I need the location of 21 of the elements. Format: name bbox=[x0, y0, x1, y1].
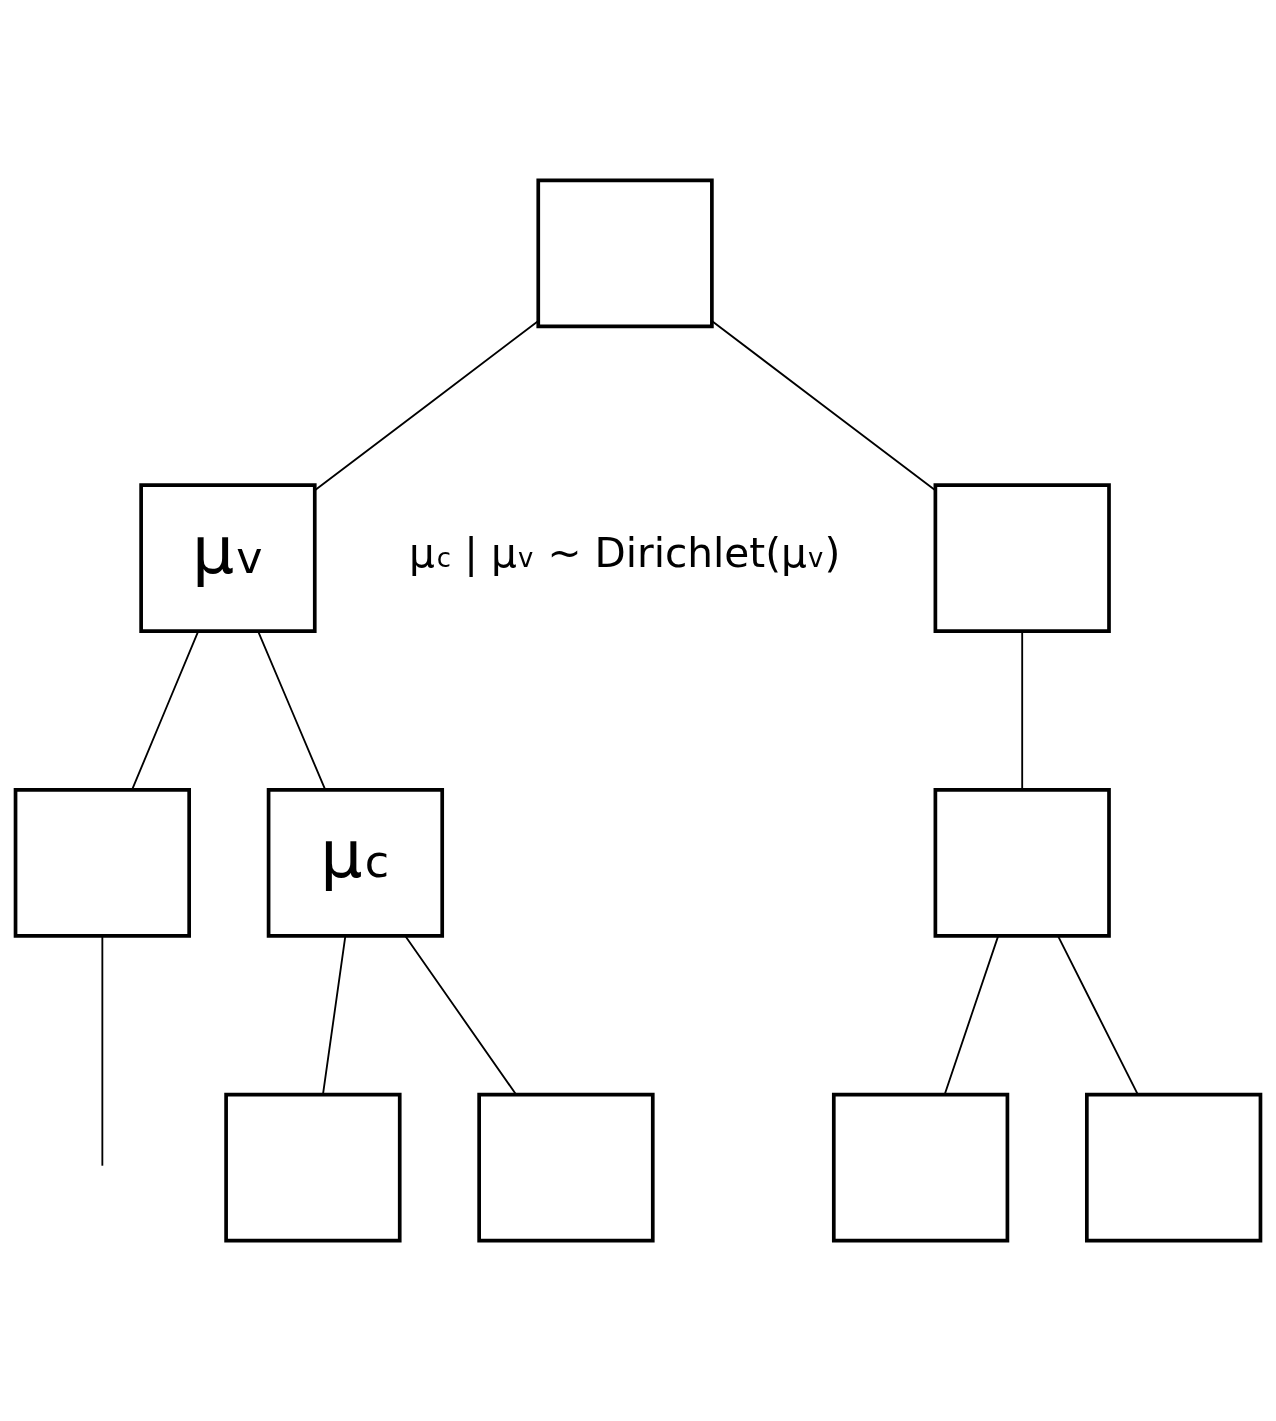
connector bbox=[943, 935, 1000, 1096]
node-box bbox=[1085, 1092, 1263, 1243]
node-box: μc bbox=[266, 788, 445, 938]
node-box bbox=[536, 178, 714, 329]
node-box: μv bbox=[139, 483, 317, 633]
connector bbox=[313, 320, 539, 492]
connector bbox=[131, 630, 200, 791]
node-box bbox=[477, 1092, 655, 1243]
connector bbox=[404, 935, 517, 1096]
node-box bbox=[831, 1092, 1010, 1243]
connector bbox=[1021, 630, 1024, 791]
connector bbox=[1057, 935, 1139, 1096]
node-box bbox=[933, 483, 1111, 633]
connector bbox=[711, 320, 937, 492]
node-box bbox=[13, 788, 191, 938]
label: μc | μv ~ Dirichlet(μv) bbox=[408, 528, 841, 577]
node-box bbox=[224, 1092, 402, 1243]
connector bbox=[101, 935, 104, 1167]
connector bbox=[257, 630, 327, 791]
node-box bbox=[933, 788, 1111, 938]
connector bbox=[322, 935, 347, 1096]
